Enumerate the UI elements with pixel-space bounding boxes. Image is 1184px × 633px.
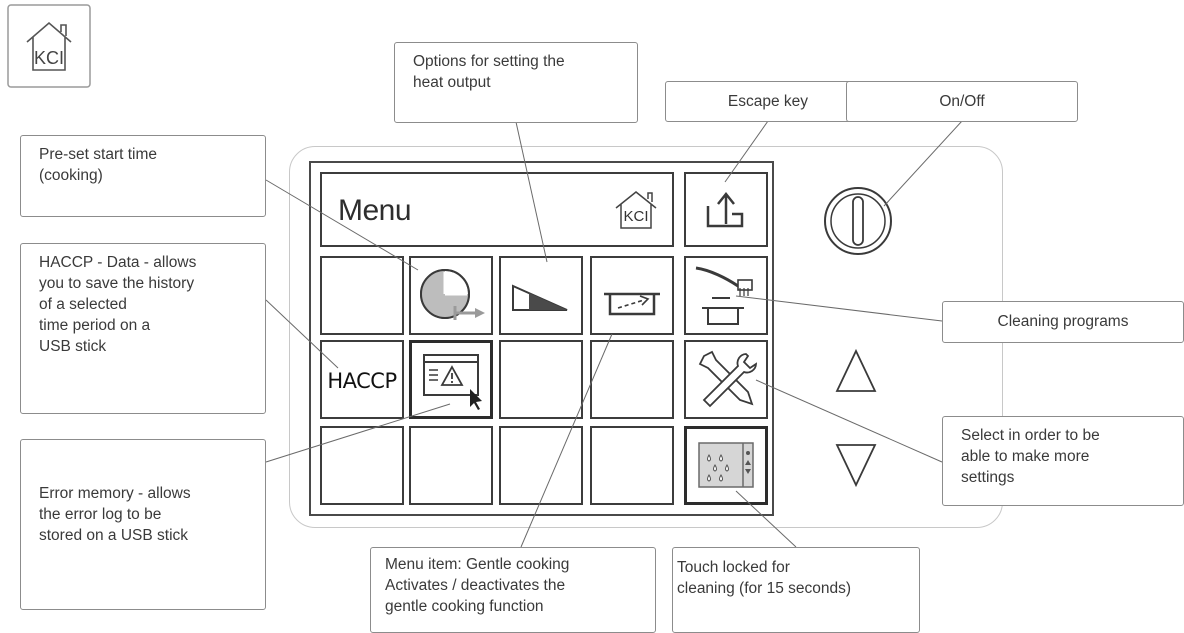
callout-escape-key: Escape key (665, 81, 871, 122)
triangle-down-icon (835, 444, 877, 488)
preset-start-button[interactable] (409, 256, 493, 335)
touch-lock-button[interactable] (684, 426, 768, 505)
arrow-down-button[interactable] (834, 442, 878, 488)
empty-tile (320, 426, 404, 505)
haccp-button[interactable]: HACCP (320, 340, 404, 419)
home-icon[interactable]: KCI (612, 188, 660, 232)
empty-tile (320, 256, 404, 335)
empty-tile (499, 340, 583, 419)
callout-settings: Select in order to be able to make more … (942, 416, 1184, 506)
gentle-cooking-button[interactable] (590, 256, 674, 335)
heat-output-icon (512, 284, 568, 311)
arrow-up-button[interactable] (834, 348, 878, 394)
kci-logo: KCI (7, 4, 91, 93)
menu-title: Menu (338, 194, 412, 227)
clock-arrow-icon (420, 269, 485, 320)
home-icon-text: KCI (623, 208, 648, 225)
callout-touch-lock: Touch locked for cleaning (for 15 second… (672, 547, 920, 633)
kci-logo-text: KCI (34, 48, 64, 68)
callout-on-off: On/Off (846, 81, 1078, 122)
empty-tile (409, 426, 493, 505)
callout-error-memory: Error memory - allows the error log to b… (20, 439, 266, 610)
cleaning-programs-button[interactable] (684, 256, 768, 335)
error-log-icon (423, 354, 482, 410)
cleaning-icon (695, 266, 753, 325)
callout-haccp: HACCP - Data - allows you to save the hi… (20, 243, 266, 414)
power-button[interactable] (820, 183, 896, 259)
gentle-cooking-icon (604, 292, 660, 316)
settings-button[interactable] (684, 340, 768, 419)
callout-heat-output: Options for setting the heat output (394, 42, 638, 123)
empty-tile (499, 426, 583, 505)
callout-gentle-cooking: Menu item: Gentle cooking Activates / de… (370, 547, 656, 633)
tools-icon (698, 350, 757, 408)
touch-lock-icon (698, 442, 754, 488)
callout-preset-start-time: Pre-set start time (cooking) (20, 135, 266, 217)
power-icon (852, 196, 864, 246)
heat-output-button[interactable] (499, 256, 583, 335)
error-memory-button[interactable] (409, 340, 493, 419)
escape-icon (706, 191, 744, 228)
empty-tile (590, 426, 674, 505)
triangle-up-icon (835, 348, 877, 392)
callout-cleaning-programs: Cleaning programs (942, 301, 1184, 343)
haccp-label: HACCP (327, 369, 397, 393)
menu-header: Menu KCI (320, 172, 674, 247)
escape-button[interactable] (684, 172, 768, 247)
